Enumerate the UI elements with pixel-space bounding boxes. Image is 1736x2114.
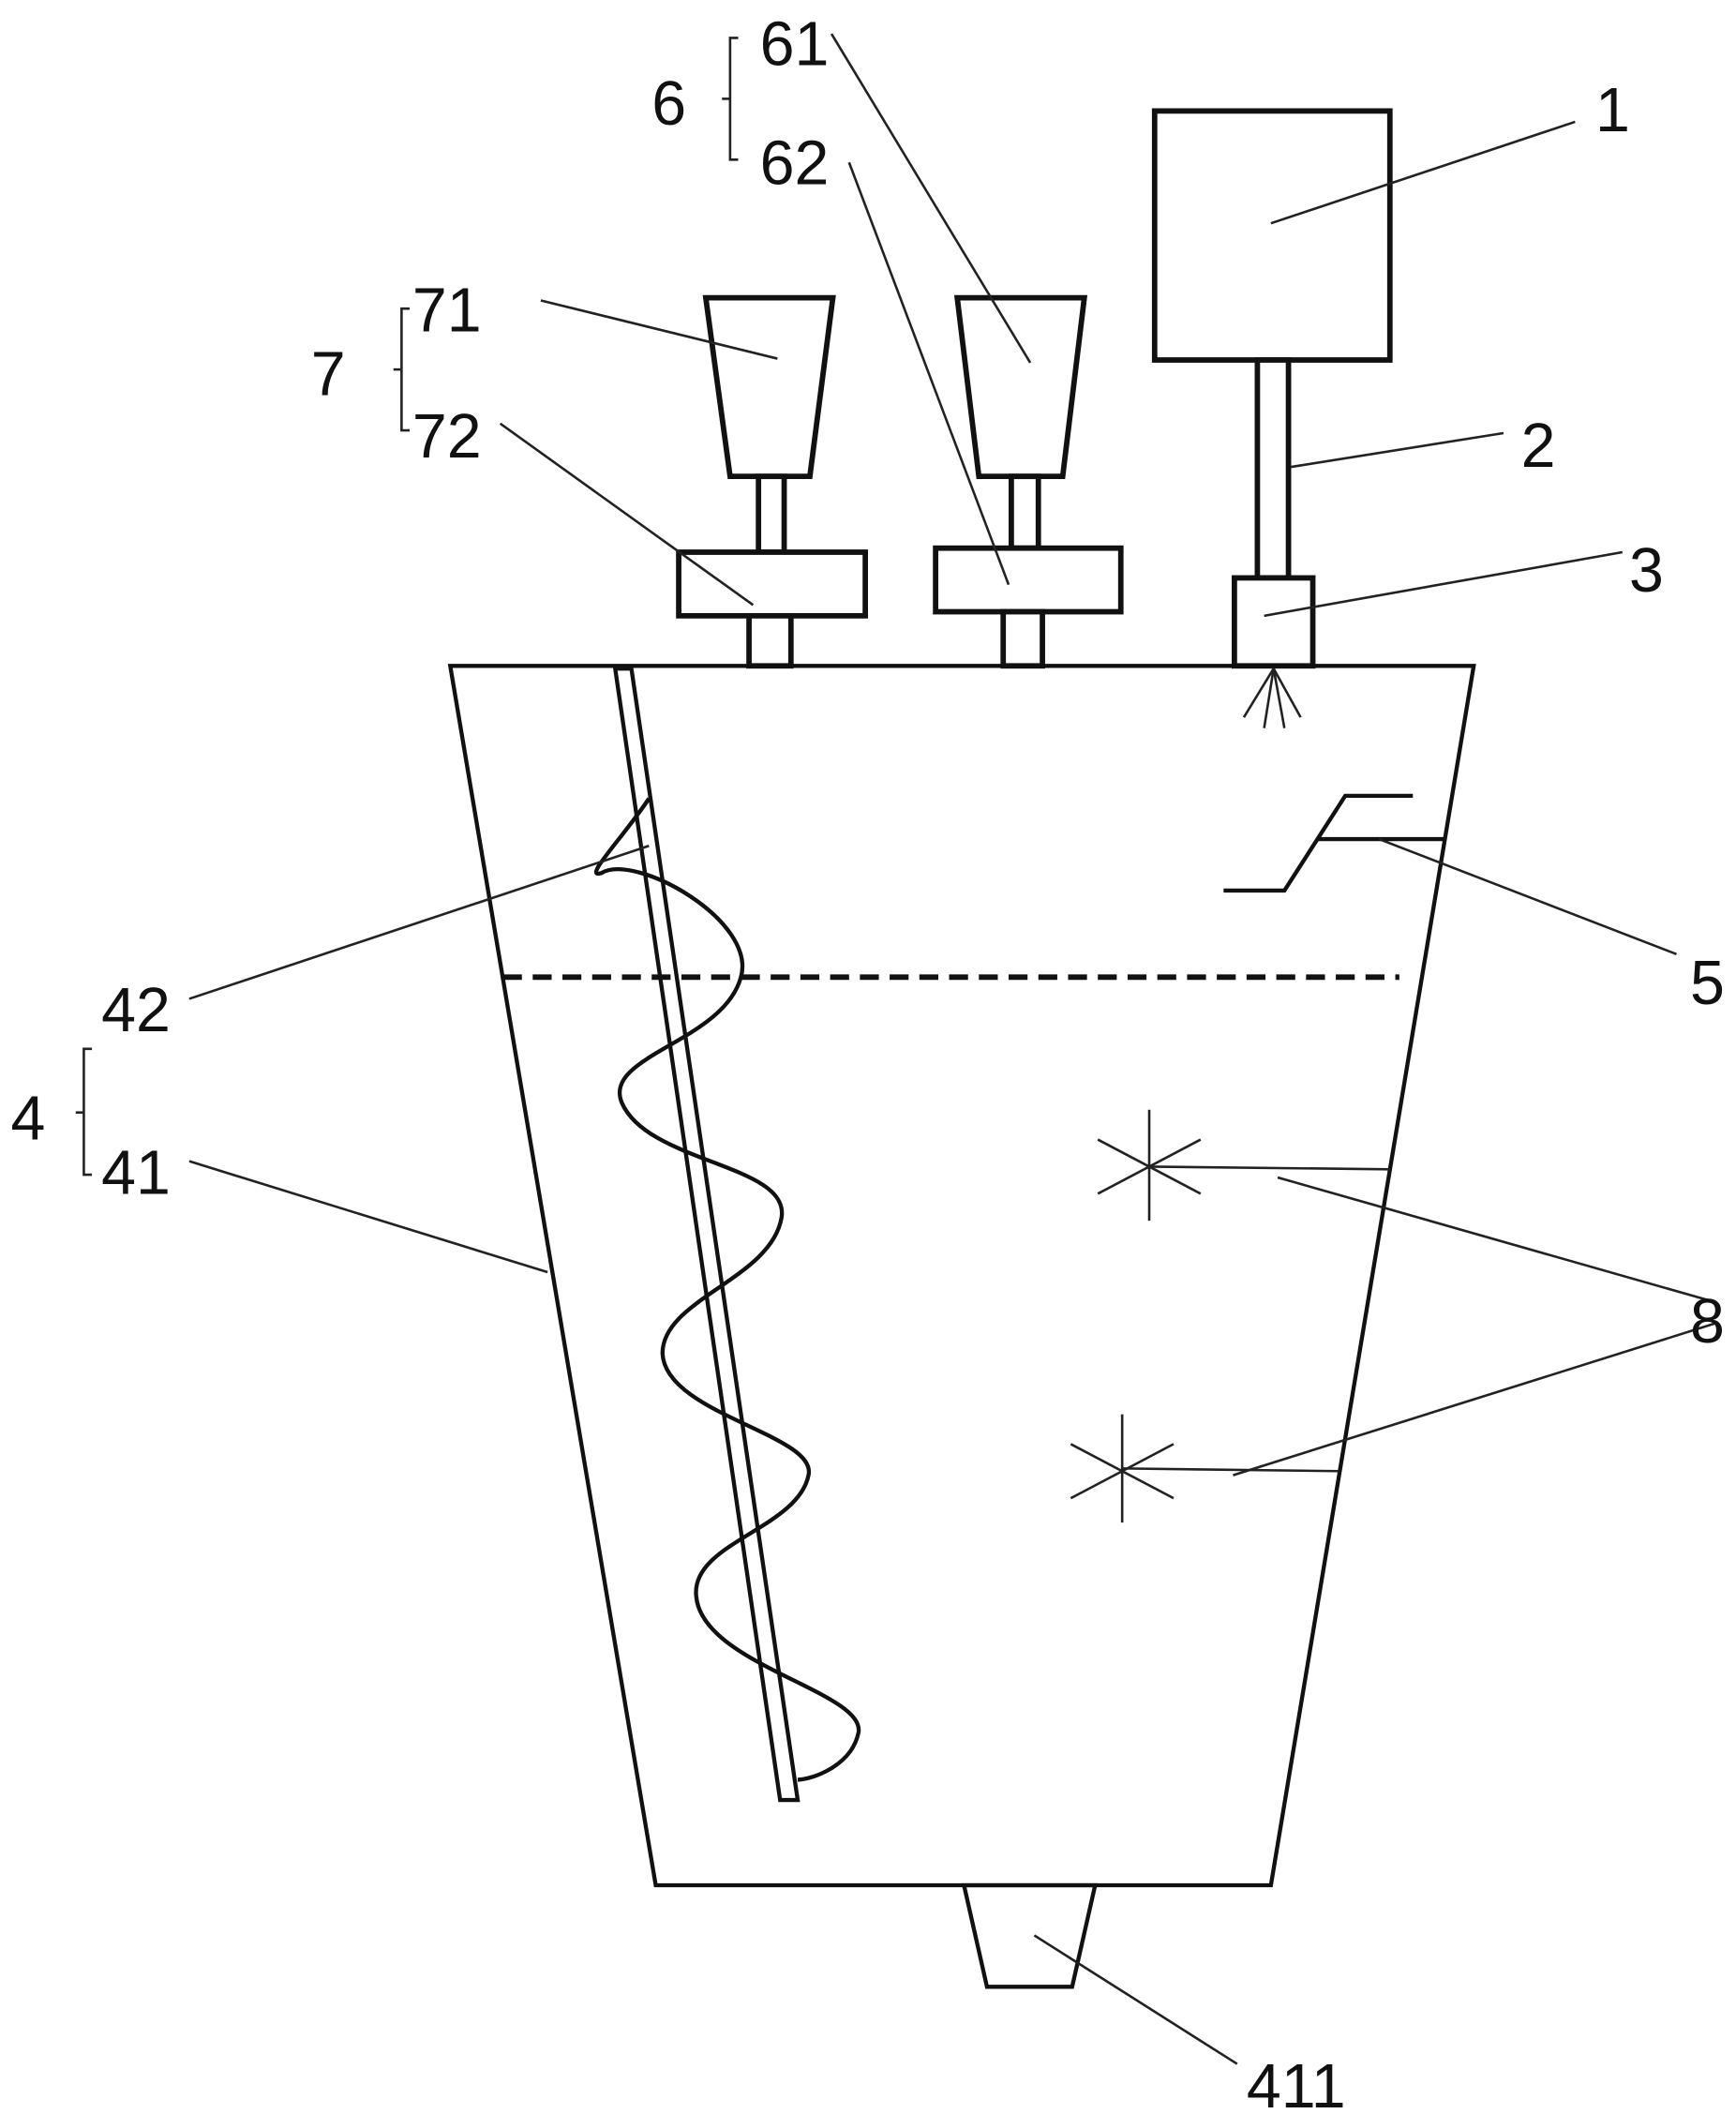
label-1: 1 [1595, 76, 1630, 145]
label-61: 61 [760, 9, 830, 79]
screw-helix [596, 799, 859, 1780]
label-2: 2 [1521, 412, 1556, 481]
label-71: 71 [412, 277, 482, 346]
label-4: 4 [11, 1085, 46, 1154]
label-6: 6 [651, 69, 686, 139]
hopper-61 [957, 298, 1085, 477]
nozzle [1235, 577, 1313, 666]
stem-61 [1011, 476, 1039, 548]
sensor [1223, 796, 1413, 891]
motor [1155, 111, 1390, 360]
pipe-62 [1003, 612, 1042, 667]
label-411: 411 [1247, 2052, 1346, 2114]
valve-62 [935, 548, 1121, 612]
label-41: 41 [101, 1138, 171, 1207]
tank-body [450, 666, 1474, 1885]
label-8: 8 [1690, 1287, 1725, 1357]
hopper-71 [706, 298, 833, 477]
label-42: 42 [101, 976, 171, 1045]
outlet [964, 1885, 1095, 1987]
stem-71 [758, 476, 784, 552]
screw-rod [615, 668, 798, 1800]
spray-icon [1244, 668, 1301, 728]
label-62: 62 [760, 128, 830, 198]
valve-72 [679, 552, 865, 616]
label-7: 7 [311, 340, 346, 410]
label-3: 3 [1629, 536, 1664, 606]
label-5: 5 [1690, 949, 1725, 1018]
brace [76, 37, 739, 1175]
label-72: 72 [412, 402, 482, 472]
shaft [1257, 360, 1288, 577]
pipe-72 [749, 616, 791, 666]
